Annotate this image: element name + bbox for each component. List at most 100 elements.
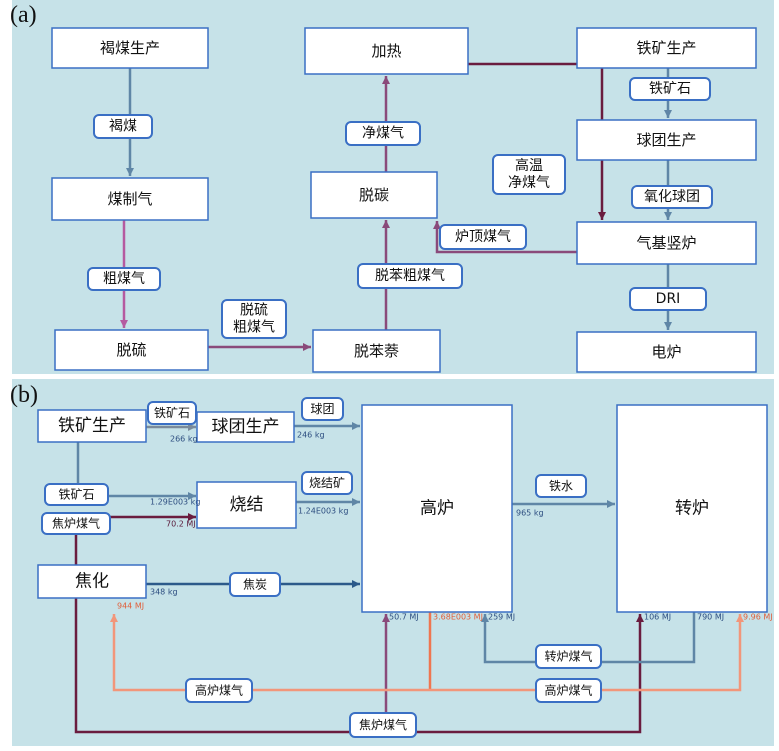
flow-cog-to-bf-arrowhead bbox=[382, 614, 390, 622]
node-decarbonization-text: 脱碳 bbox=[359, 186, 389, 204]
flow-bfg-to-coking bbox=[112, 614, 430, 692]
qty-bfg-out: 3.68E003 MJ bbox=[433, 613, 483, 622]
qty-hot-metal: 965 kg bbox=[516, 509, 544, 518]
node-desulfurization-text: 脱硫 bbox=[116, 341, 146, 359]
label-clean-gas bbox=[345, 121, 421, 146]
flow-ore-to-sinter-arrowhead bbox=[188, 492, 196, 500]
label-lignite-text: 褐煤 bbox=[109, 119, 137, 135]
node-coking bbox=[37, 564, 147, 599]
label-debenzened-gas bbox=[357, 263, 463, 289]
label-debenzened-gas-text: 脱苯粗煤气 bbox=[375, 267, 445, 284]
label-coke-text: 焦炭 bbox=[243, 578, 267, 592]
label-pellet-text: 球团 bbox=[310, 402, 334, 416]
flow-raw-gas-arrowhead bbox=[120, 320, 128, 328]
node-blast-furnace bbox=[361, 404, 513, 613]
qty-coke-to-bf: 348 kg bbox=[150, 588, 178, 597]
label-converter-gas bbox=[535, 644, 602, 669]
node-heating-text: 加热 bbox=[371, 42, 401, 60]
label-coke-oven-gas-2 bbox=[349, 712, 417, 738]
node-coking-text: 焦化 bbox=[75, 572, 109, 592]
node-heating bbox=[304, 27, 469, 75]
label-iron-ore-text: 铁矿石 bbox=[649, 81, 691, 97]
node-debenzene bbox=[312, 329, 441, 373]
qty-ldg-out: 790 MJ bbox=[697, 613, 724, 622]
qty-ore-to-pellet: 266 kg bbox=[170, 435, 198, 444]
flow-iron-ore-arrowhead bbox=[664, 110, 672, 118]
label-hot-clean-gas-text: 高温 bbox=[515, 157, 543, 174]
flow-pellet-to-bf-arrowhead bbox=[352, 422, 360, 430]
label-hot-clean-gas bbox=[492, 154, 566, 195]
label-iron-ore-1 bbox=[147, 401, 197, 425]
label-pellet bbox=[301, 397, 344, 421]
flow-hot-metal-arrowhead bbox=[607, 500, 615, 508]
label-clean-gas-text: 净煤气 bbox=[362, 126, 404, 142]
flow-debenzened-gas-arrowhead bbox=[382, 220, 390, 228]
label-dri bbox=[629, 287, 707, 311]
label-lignite bbox=[93, 114, 153, 139]
node-pellet-production-b-text: 球团生产 bbox=[212, 417, 280, 437]
label-desulfurized-gas-text: 粗煤气 bbox=[233, 320, 275, 336]
qty-bfg-to-coking: 944 MJ bbox=[117, 602, 144, 611]
node-lignite-production bbox=[51, 27, 209, 69]
flow-converter-gas-arrowhead bbox=[481, 614, 489, 622]
node-electric-furnace-text: 电炉 bbox=[651, 343, 681, 361]
flow-dri-arrowhead bbox=[664, 322, 672, 330]
flow-hot-clean-gas-arrowhead bbox=[598, 212, 606, 220]
flow-cog-to-sinter-arrowhead bbox=[188, 513, 196, 521]
label-hot-clean-gas-text: 净煤气 bbox=[508, 175, 550, 191]
qty-cog-to-converter: 106 MJ bbox=[644, 613, 671, 622]
label-bf-gas-right bbox=[535, 678, 602, 703]
flow-sinter-to-bf-arrowhead bbox=[352, 498, 360, 506]
node-iron-ore-production-b bbox=[37, 409, 147, 443]
label-desulfurized-gas-text: 脱硫 bbox=[240, 303, 268, 319]
node-sintering-text: 烧结 bbox=[230, 495, 264, 515]
label-coke bbox=[229, 572, 281, 597]
node-gasification bbox=[51, 177, 209, 221]
node-pellet-production-b bbox=[196, 411, 295, 443]
panel-a-label: (a) bbox=[10, 2, 37, 28]
qty-cog-to-sinter: 70.2 MJ bbox=[166, 520, 196, 529]
label-coke-oven-gas-2-text: 焦炉煤气 bbox=[359, 717, 407, 732]
flow-top-gas bbox=[435, 221, 577, 254]
qty-cog-to-bf: 50.7 MJ bbox=[389, 613, 419, 622]
label-hot-metal bbox=[535, 474, 587, 498]
qty-ore-to-sinter: 1.29E003 kg bbox=[150, 498, 200, 507]
node-converter bbox=[616, 404, 768, 613]
label-bf-gas-left-text: 高炉煤气 bbox=[195, 683, 243, 698]
flow-coke-to-bf-arrowhead bbox=[352, 580, 360, 588]
label-dri-text: DRI bbox=[656, 291, 681, 307]
qty-ldg-to-bf: 259 MJ bbox=[488, 613, 515, 622]
node-iron-ore-production bbox=[576, 27, 757, 69]
label-coke-oven-gas-1 bbox=[41, 512, 111, 535]
label-hot-metal-text: 铁水 bbox=[549, 479, 573, 493]
node-desulfurization bbox=[54, 329, 209, 371]
node-debenzene-text: 脱苯萘 bbox=[354, 342, 399, 360]
label-oxidized-pellet bbox=[631, 185, 713, 209]
flow-clean-gas-arrowhead bbox=[382, 76, 390, 84]
label-converter-gas-text: 转炉煤气 bbox=[544, 649, 592, 664]
label-sinter-text: 烧结矿 bbox=[309, 476, 345, 490]
flow-desulfurized-gas-arrowhead bbox=[303, 343, 311, 351]
qty-pellet-to-bf: 246 kg bbox=[297, 431, 325, 440]
label-top-gas bbox=[439, 224, 527, 250]
node-lignite-production-text: 褐煤生产 bbox=[100, 39, 160, 57]
label-sinter bbox=[301, 471, 353, 495]
flow-top-gas-arrowhead bbox=[433, 221, 441, 229]
label-iron-ore-2 bbox=[44, 483, 109, 506]
qty-sinter-to-bf: 1.24E003 kg bbox=[298, 507, 348, 516]
label-raw-gas bbox=[87, 267, 161, 291]
label-bf-gas-left bbox=[185, 678, 253, 703]
node-pellet-production bbox=[576, 119, 757, 161]
flow-oxidized-pellet-arrowhead bbox=[664, 212, 672, 220]
flow-bfg-to-coking-arrowhead bbox=[110, 614, 118, 622]
flow-coke-oven-gas-arrowhead bbox=[636, 614, 644, 622]
node-pellet-production-text: 球团生产 bbox=[636, 131, 696, 149]
flow-lignite-arrowhead bbox=[126, 168, 134, 176]
label-iron-ore-1-text: 铁矿石 bbox=[154, 406, 190, 420]
label-raw-gas-text: 粗煤气 bbox=[103, 271, 145, 287]
label-coke-oven-gas-1-text: 焦炉煤气 bbox=[52, 516, 100, 531]
qty-bfg-to-converter: 9.96 MJ bbox=[743, 613, 773, 622]
label-top-gas-text: 炉顶煤气 bbox=[455, 229, 511, 245]
node-shaft-furnace-text: 气基竖炉 bbox=[636, 234, 696, 252]
